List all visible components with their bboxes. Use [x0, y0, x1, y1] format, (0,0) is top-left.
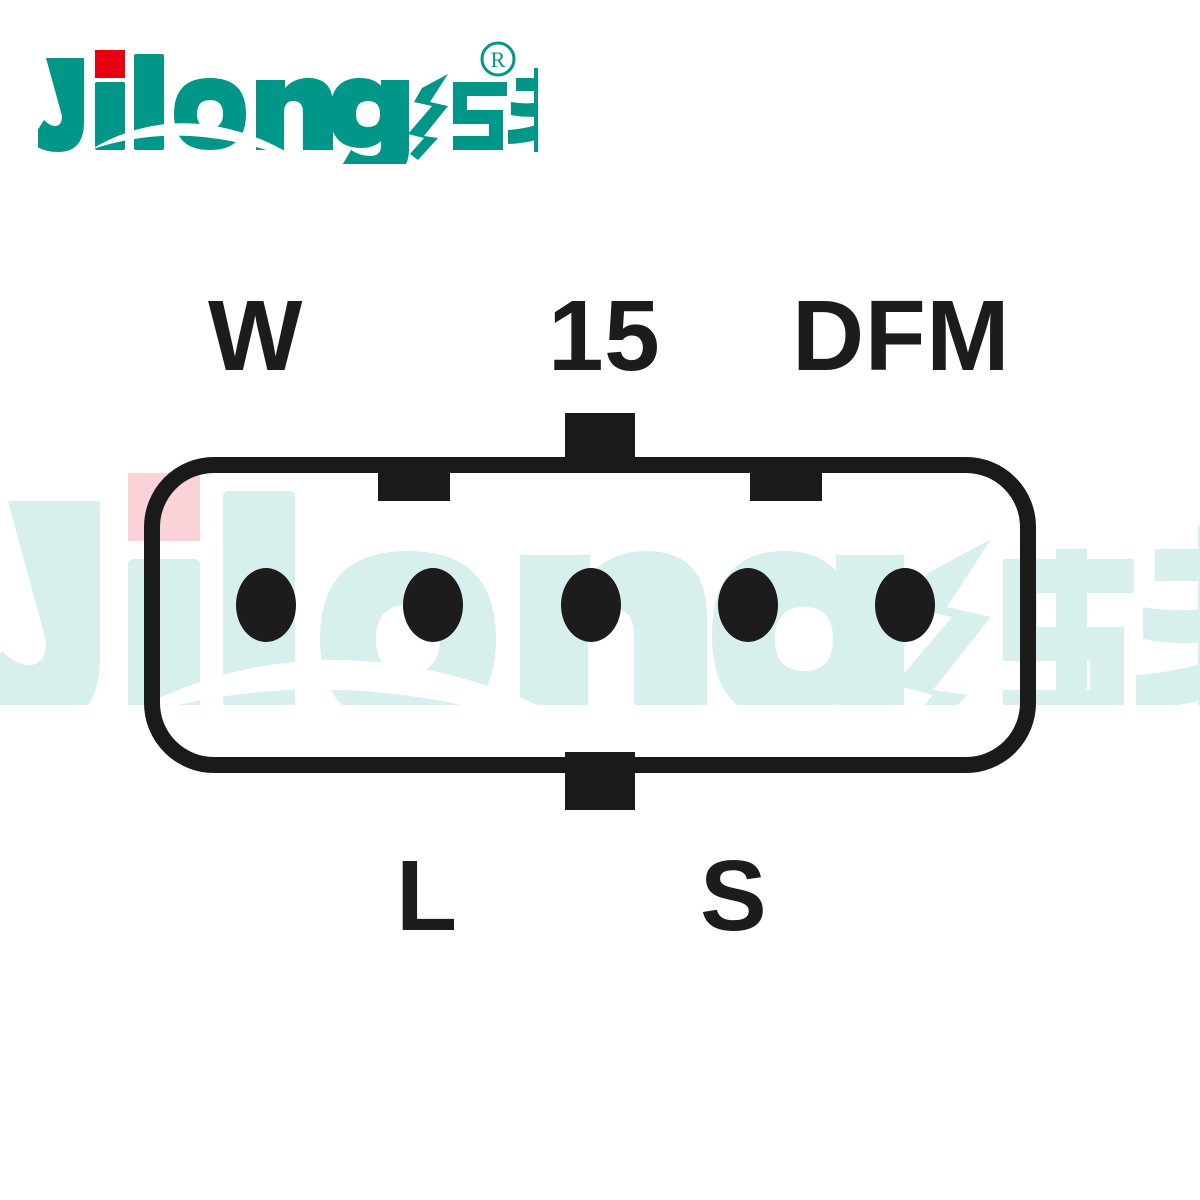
pin-label-w: W [208, 280, 303, 392]
connector-pin-1 [236, 568, 296, 642]
connector-pin-3 [561, 568, 621, 642]
connector-pin-5 [875, 568, 935, 642]
brand-logo-chinese-text [408, 68, 538, 160]
logo-red-dot [95, 50, 125, 78]
pin-label-s: S [700, 840, 768, 952]
connector-body-outline [144, 457, 1036, 773]
logo-swoosh [90, 123, 304, 164]
brand-logo: R [38, 34, 538, 164]
connector-pins [236, 568, 935, 642]
connector-pin-4 [718, 568, 778, 642]
pin-label-15: 15 [548, 280, 661, 392]
pin-label-l: L [396, 840, 458, 952]
connector-pin-2 [403, 568, 463, 642]
svg-text:R: R [491, 47, 506, 72]
pin-label-dfm: DFM [792, 280, 1011, 392]
registered-trademark-icon: R [480, 41, 516, 77]
